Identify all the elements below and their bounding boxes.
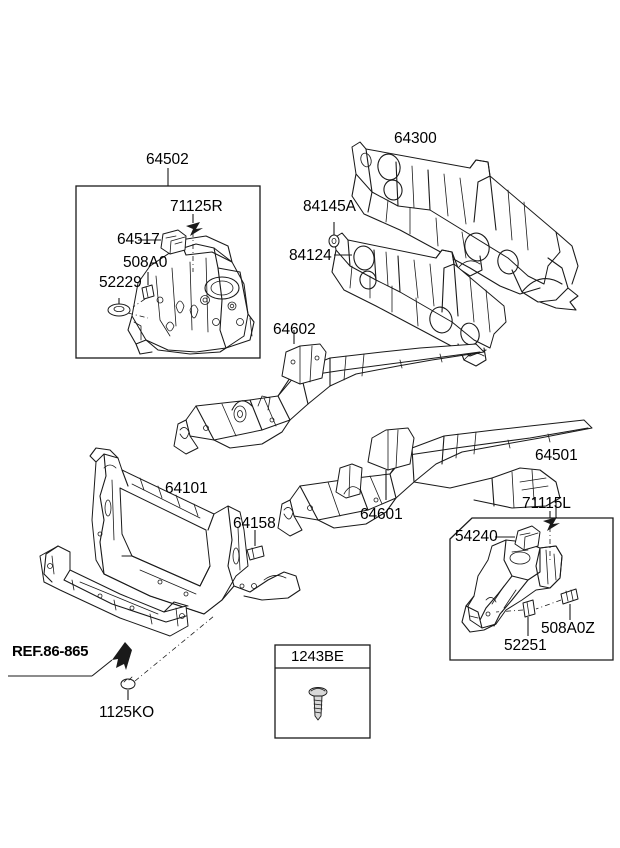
part-illustration-64101-radiator-support bbox=[89, 447, 301, 615]
part-illustration-bumper-beam-ref bbox=[8, 545, 189, 677]
part-illustration-54240-bracket bbox=[495, 525, 541, 551]
label-54240: 54240 bbox=[455, 528, 498, 545]
group-box-64502 bbox=[75, 168, 261, 359]
label-52251: 52251 bbox=[504, 637, 547, 654]
part-illustration-64601-front-side-member-lh bbox=[277, 419, 593, 537]
label-64502: 64502 bbox=[146, 151, 189, 168]
label-64101: 64101 bbox=[165, 480, 208, 497]
label-1243BE: 1243BE bbox=[291, 648, 344, 665]
part-illustration-71115L-clip bbox=[543, 511, 560, 560]
part-illustration-508A0-clip bbox=[132, 272, 155, 308]
label-64517: 64517 bbox=[117, 231, 160, 248]
label-71115L: 71115L bbox=[522, 495, 571, 512]
label-71125R: 71125R bbox=[170, 198, 223, 215]
label-64601: 64601 bbox=[360, 506, 403, 523]
label-64300: 64300 bbox=[394, 130, 437, 147]
label-64602: 64602 bbox=[273, 321, 316, 338]
part-illustration-84124-dash-lower-panel bbox=[331, 232, 507, 367]
part-illustration-64501-fender-apron-lh bbox=[461, 539, 563, 633]
part-illustration-508A0Z-clip bbox=[535, 588, 579, 620]
part-illustration-52251-grommet bbox=[495, 599, 536, 636]
part-illustration-1125KO-bolt bbox=[120, 615, 215, 700]
label-ref-86-865: REF.86-865 bbox=[12, 643, 89, 660]
part-illustration-64300-dash-panel bbox=[351, 141, 579, 311]
group-box-1243BE bbox=[274, 644, 371, 739]
part-illustration-52229-grommet bbox=[107, 298, 149, 319]
part-illustration-84145A-grommet bbox=[328, 222, 340, 248]
label-508A0: 508A0 bbox=[123, 254, 168, 271]
part-illustration-71125R-clip bbox=[186, 214, 203, 272]
part-illustration-64517-bracket bbox=[138, 229, 187, 255]
label-64158: 64158 bbox=[233, 515, 276, 532]
label-52229: 52229 bbox=[99, 274, 142, 291]
label-84145A: 84145A bbox=[303, 198, 356, 215]
label-84124: 84124 bbox=[289, 247, 332, 264]
part-illustration-64602-front-side-member-rh bbox=[173, 330, 485, 455]
part-illustration-64158-clip bbox=[246, 530, 265, 561]
label-508A0Z: 508A0Z bbox=[541, 620, 595, 637]
group-box-64501 bbox=[449, 500, 614, 661]
label-64501: 64501 bbox=[535, 447, 578, 464]
label-1125KO: 1125KO bbox=[99, 704, 155, 721]
